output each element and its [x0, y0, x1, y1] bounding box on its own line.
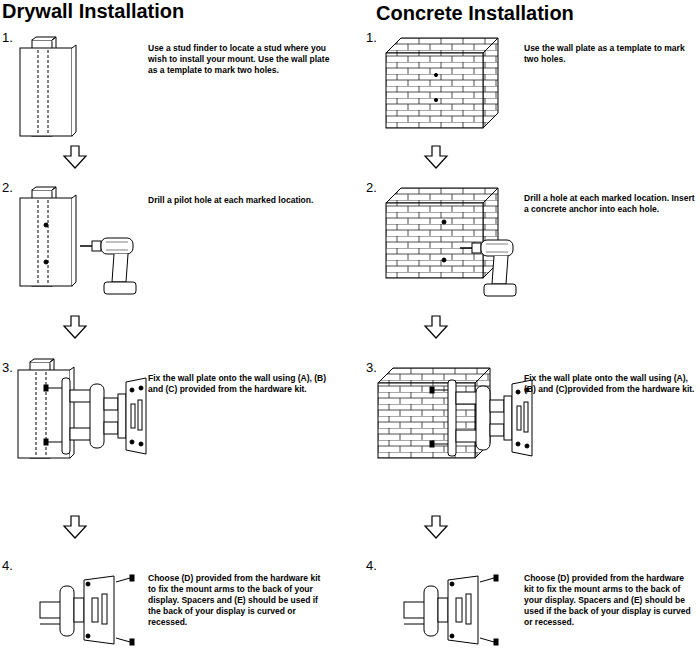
- brick-wall: [386, 188, 498, 278]
- step-instruction: Drill a pilot hole at each marked locati…: [148, 195, 330, 206]
- column-heading: Concrete Installation: [376, 2, 574, 25]
- step-number: 3.: [2, 360, 13, 375]
- step-instruction: Fix the wall plate onto the wall using (…: [148, 373, 330, 395]
- wall-mount: [430, 380, 532, 456]
- step-number: 2.: [2, 180, 13, 195]
- down-arrow: [425, 516, 447, 538]
- step-instruction: Drill a hole at each marked location. In…: [524, 193, 696, 215]
- step-number: 1.: [2, 30, 13, 45]
- step-number: 1.: [366, 30, 377, 45]
- wall-mount: [44, 378, 146, 454]
- drywall-panel: [20, 37, 76, 136]
- down-arrow: [64, 516, 86, 538]
- down-arrow: [425, 146, 447, 168]
- column-heading: Drywall Installation: [2, 0, 184, 23]
- step-instruction: Use the wall plate as a template to mark…: [524, 43, 696, 65]
- drill: [460, 240, 516, 296]
- marked-hole: [442, 220, 446, 224]
- marked-hole: [434, 73, 437, 76]
- drywall-panel: [20, 187, 76, 286]
- step-number: 4.: [2, 558, 13, 573]
- step-instruction: Choose (D) provided from the hardware ki…: [524, 573, 696, 628]
- drill: [80, 238, 136, 294]
- step-number: 3.: [366, 360, 377, 375]
- step-number: 2.: [366, 180, 377, 195]
- down-arrow: [425, 316, 447, 338]
- mount-head: [40, 575, 134, 645]
- marked-hole: [44, 223, 48, 227]
- down-arrow: [64, 146, 86, 168]
- marked-hole: [434, 98, 437, 101]
- down-arrow: [64, 316, 86, 338]
- step-instruction: Use a stud finder to locate a stud where…: [148, 43, 330, 76]
- marked-hole: [44, 260, 48, 264]
- step-instruction: Fix the wall plate onto the wall using (…: [524, 373, 696, 395]
- marked-hole: [442, 258, 446, 262]
- mount-head: [404, 575, 498, 645]
- step-number: 4.: [366, 558, 377, 573]
- step-instruction: Choose (D) provided from the hardware ki…: [148, 573, 330, 628]
- brick-wall: [386, 38, 498, 128]
